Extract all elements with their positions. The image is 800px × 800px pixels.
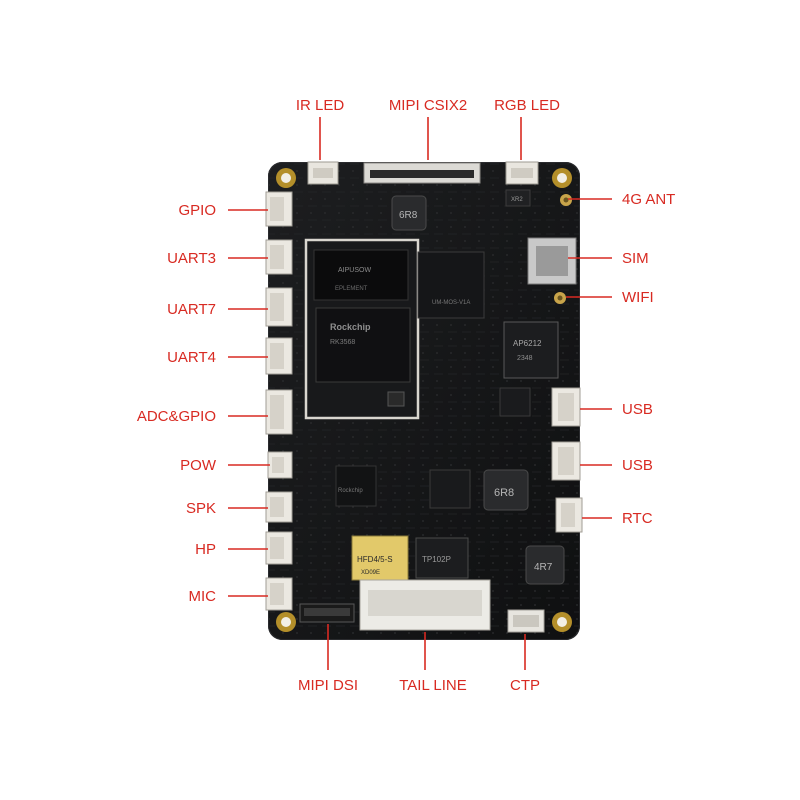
hp-connector (265, 531, 293, 565)
sim-slot (527, 237, 577, 285)
ctp-connector (507, 609, 545, 633)
spk-connector (265, 491, 293, 523)
soc-chip: Rockchip RK3568 (315, 307, 411, 383)
ic-label: XR2 (511, 197, 523, 203)
left-connectors (265, 191, 293, 611)
gpio-connector (265, 191, 293, 227)
label-uart7: UART7 (167, 301, 216, 318)
label-4g-ant: 4G ANT (622, 191, 675, 208)
label-mipi-csix2: MIPI CSIX2 (389, 97, 467, 114)
label-spk: SPK (186, 500, 216, 517)
inductor-mid: 6R8 (483, 469, 529, 511)
label-uart4: UART4 (167, 349, 216, 366)
label-mipi-dsi: MIPI DSI (298, 677, 358, 694)
right-connectors (527, 194, 583, 533)
uart4-connector (265, 337, 293, 375)
emmc-chip: UM-MOS-V1A (417, 251, 485, 319)
mounting-hole-tr (552, 168, 572, 188)
ram-chip: AIPUSOW EPLEMENT (313, 249, 409, 301)
vendor-text: Rockchip (338, 488, 363, 494)
tail-line-connector (359, 579, 491, 631)
adc-gpio-connector (265, 389, 293, 435)
label-ir-led: IR LED (296, 97, 345, 114)
soc-brand-text: Rockchip (330, 322, 371, 332)
label-pow: POW (180, 457, 217, 474)
label-usb-2: USB (622, 457, 653, 474)
inductor-top-text: 6R8 (399, 210, 418, 221)
relay-subtext: XD09E (361, 570, 380, 576)
transformer: TP102P (415, 537, 469, 579)
inductor-top: 6R8 (391, 195, 427, 231)
soc-model-text: RK3568 (330, 339, 355, 346)
wifi-module-subtext: 2348 (517, 355, 533, 362)
mounting-hole-tl (276, 168, 296, 188)
mounting-holes (276, 168, 572, 632)
usb1-connector (551, 387, 581, 427)
leader-lines (228, 117, 612, 670)
rtc-connector (555, 497, 583, 533)
label-mic: MIC (189, 588, 217, 605)
wifi-module-text: AP6212 (513, 339, 542, 348)
inductor-bottom-text: 4R7 (534, 562, 553, 573)
label-tail-line: TAIL LINE (399, 677, 467, 694)
label-adc-gpio: ADC&GPIO (137, 408, 216, 425)
transformer-text: TP102P (422, 555, 451, 564)
mounting-hole-bl (276, 612, 296, 632)
label-uart3: UART3 (167, 250, 216, 267)
wifi-module: AP6212 2348 (503, 321, 559, 379)
label-ctp: CTP (510, 677, 540, 694)
mipi-dsi-connector (299, 603, 355, 623)
module-label: UM-MOS-V1A (432, 300, 470, 306)
ir-led-connector (307, 161, 339, 185)
relay-text: HFD4/5-S (357, 555, 393, 564)
callout-labels: IR LED MIPI CSIX2 RGB LED GPIO UART3 UAR… (137, 97, 676, 694)
relay: HFD4/5-S XD09E (351, 535, 409, 581)
ant-4g-connector (560, 194, 572, 206)
label-usb-1: USB (622, 401, 653, 418)
ram-chip-subtext: EPLEMENT (335, 286, 368, 292)
label-hp: HP (195, 541, 216, 558)
mic-connector (265, 577, 293, 611)
label-rtc: RTC (622, 510, 653, 527)
pow-connector (267, 451, 293, 479)
wifi-ant-connector (554, 292, 566, 304)
rgb-led-connector (505, 161, 539, 185)
mounting-hole-br (552, 612, 572, 632)
inductor-mid-text: 6R8 (494, 487, 514, 499)
label-gpio: GPIO (178, 202, 216, 219)
label-rgb-led: RGB LED (494, 97, 560, 114)
core-module: AIPUSOW EPLEMENT Rockchip RK3568 (304, 238, 420, 420)
uart3-connector (265, 239, 293, 275)
label-wifi: WIFI (622, 289, 654, 306)
uart7-connector (265, 287, 293, 327)
mipi-csix2-connector (363, 162, 481, 184)
usb2-connector (551, 441, 581, 481)
label-sim: SIM (622, 250, 649, 267)
ram-chip-text: AIPUSOW (338, 267, 371, 274)
inductor-bottom: 4R7 (525, 545, 565, 585)
small-ics: XR2 Rockchip (335, 189, 531, 509)
